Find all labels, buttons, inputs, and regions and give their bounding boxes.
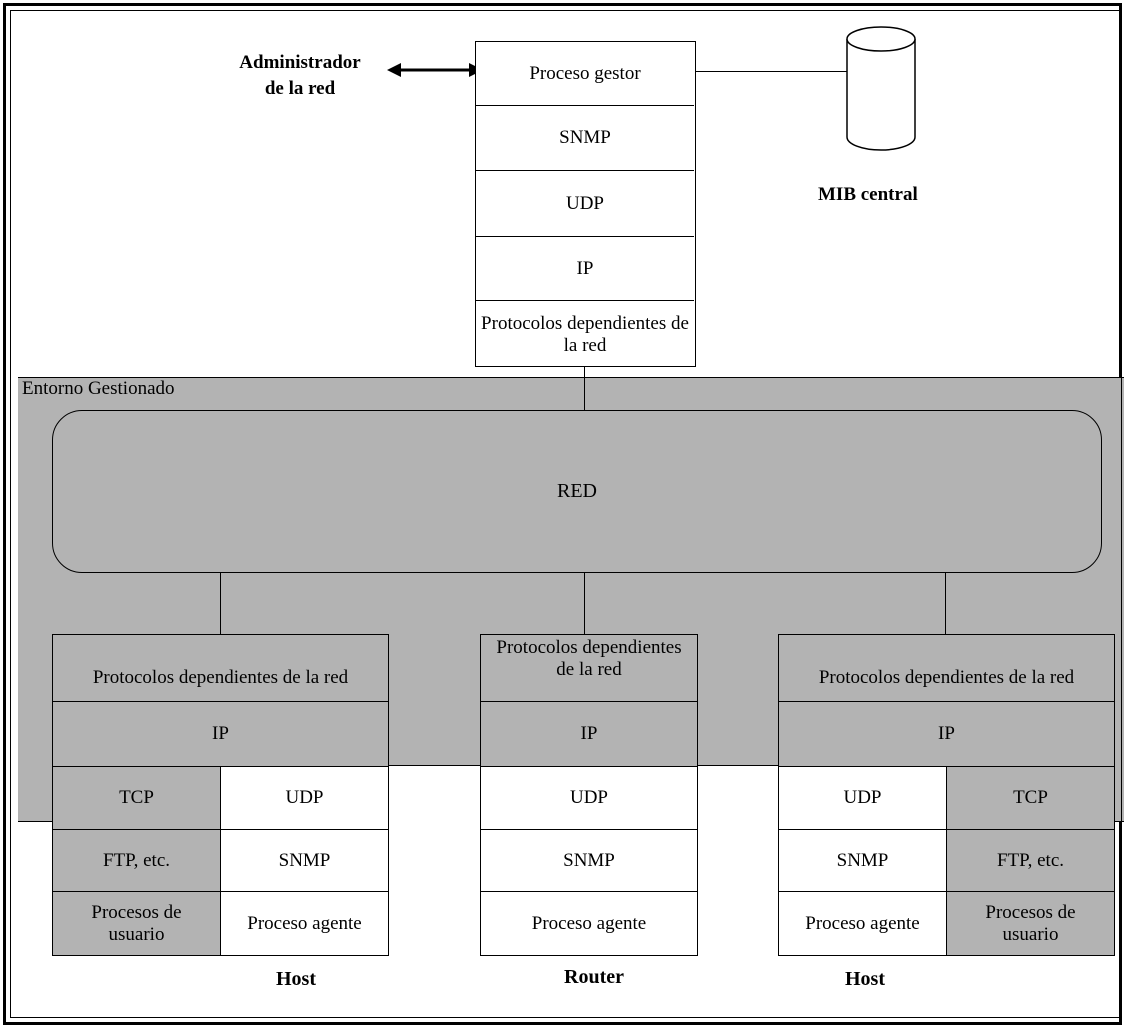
manager-mib-link — [696, 71, 850, 72]
hrc-tcp: TCP — [946, 766, 1115, 830]
hlc-tcp: TCP — [52, 766, 221, 830]
rc-net-line2: de la red — [556, 659, 622, 680]
hlc-user-procs-line1: Procesos de — [91, 901, 182, 923]
manager-layer-ip: IP — [476, 236, 694, 300]
hlc-ftp: FTP, etc. — [52, 829, 221, 892]
hlc-snmp: SNMP — [220, 829, 389, 892]
admin-label: Administrador de la red — [210, 50, 390, 102]
network-cloud: RED — [52, 410, 1102, 573]
mib-label: MIB central — [818, 184, 918, 205]
hrc-net: Protocolos dependientes de la red — [778, 634, 1115, 702]
rc-snmp: SNMP — [480, 829, 698, 892]
environment-label: Entorno Gestionado — [22, 378, 175, 399]
manager-layer-udp: UDP — [476, 170, 694, 236]
hrc-user-procs-line1: Procesos de — [985, 901, 1076, 923]
rc-net-line1: Protocolos dependientes — [496, 637, 682, 658]
database-icon — [846, 26, 916, 151]
rc-ip: IP — [480, 701, 698, 767]
network-host-left-link — [220, 573, 221, 635]
admin-label-line1: Administrador — [239, 52, 361, 73]
hlc-user-procs-line2: usuario — [108, 923, 165, 945]
rc-udp: UDP — [480, 766, 698, 830]
manager-layer-snmp: SNMP — [476, 105, 694, 170]
router-correct: Protocolos dependientes de la red IP UDP… — [480, 634, 698, 956]
manager-layer-process: Proceso gestor — [529, 62, 641, 84]
hlc-user-procs: Procesos de usuario — [52, 891, 221, 956]
hrc-ip: IP — [778, 701, 1115, 767]
router-caption: Router — [564, 966, 624, 988]
hrc-user-procs-line2: usuario — [1002, 923, 1059, 945]
inner-frame — [10, 10, 1122, 1018]
hlc-net: Protocolos dependientes de la red — [52, 634, 389, 702]
hlc-udp: UDP — [220, 766, 389, 830]
host-left-caption: Host — [276, 968, 316, 990]
host-right-correct: Protocolos dependientes de la red IP UDP… — [778, 634, 1115, 956]
manager-network-link — [584, 367, 585, 411]
hlc-ip: IP — [52, 701, 389, 767]
admin-label-line2: de la red — [264, 78, 336, 99]
network-host-right-link — [945, 573, 946, 635]
manager-stack: Proceso gestor SNMP UDP IP Protocolos de… — [475, 41, 696, 367]
network-router-link — [584, 573, 585, 635]
hrc-agent: Proceso agente — [778, 891, 947, 956]
zone-top-border — [18, 377, 1124, 378]
hrc-snmp: SNMP — [778, 829, 947, 892]
hrc-ftp: FTP, etc. — [946, 829, 1115, 892]
host-left-correct: Protocolos dependientes de la red IP TCP… — [52, 634, 389, 956]
manager-layer-net-protocols: Protocolos dependientes de la red — [476, 300, 694, 368]
hlc-agent: Proceso agente — [220, 891, 389, 956]
hrc-udp: UDP — [778, 766, 947, 830]
rc-agent: Proceso agente — [480, 891, 698, 956]
rc-net: Protocolos dependientes de la red — [480, 634, 698, 702]
host-right-caption: Host — [845, 968, 885, 990]
hrc-user-procs: Procesos de usuario — [946, 891, 1115, 956]
